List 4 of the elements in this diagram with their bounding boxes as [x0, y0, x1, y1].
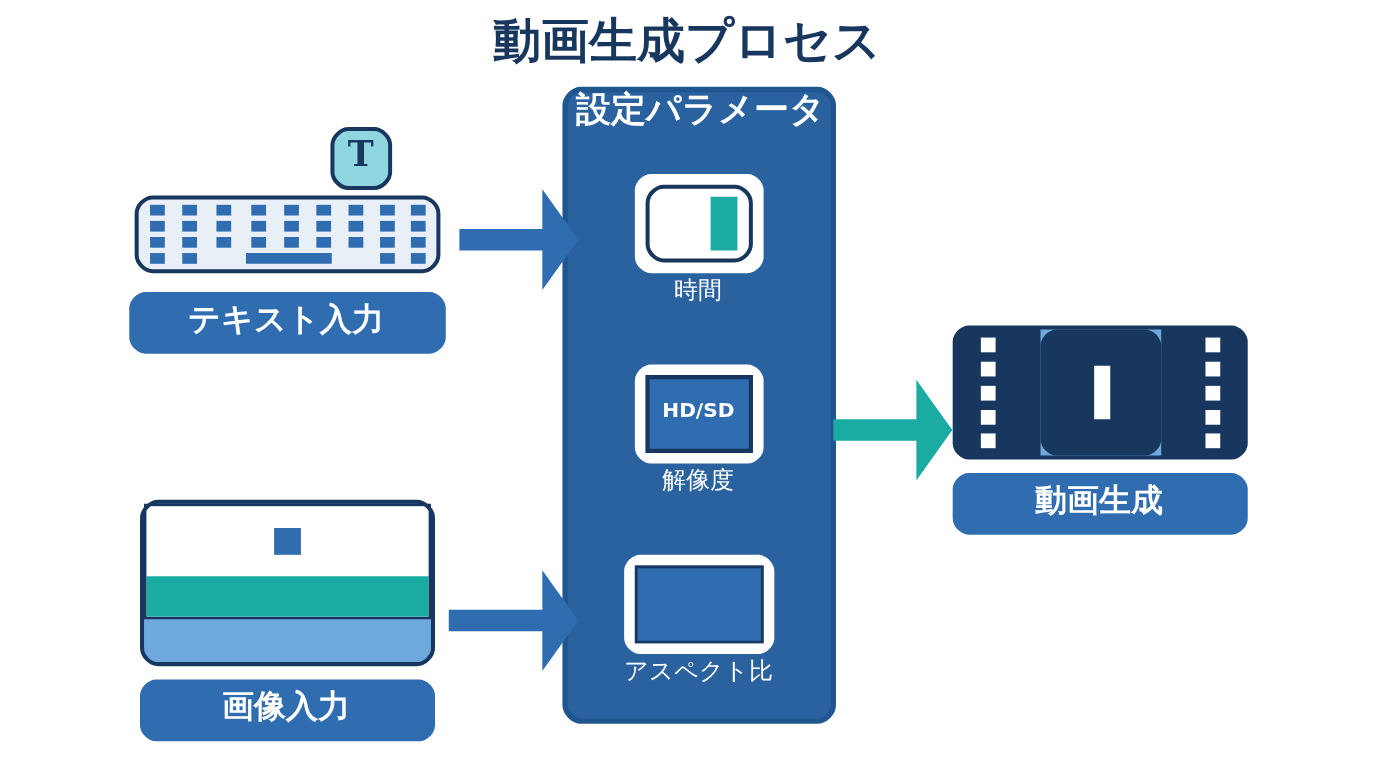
node-label: 時間	[673, 275, 722, 304]
node-label: アスペクト比	[623, 656, 773, 685]
node-label: 解像度	[661, 465, 734, 494]
diagram-title: 動画生成プロセス	[492, 11, 881, 68]
